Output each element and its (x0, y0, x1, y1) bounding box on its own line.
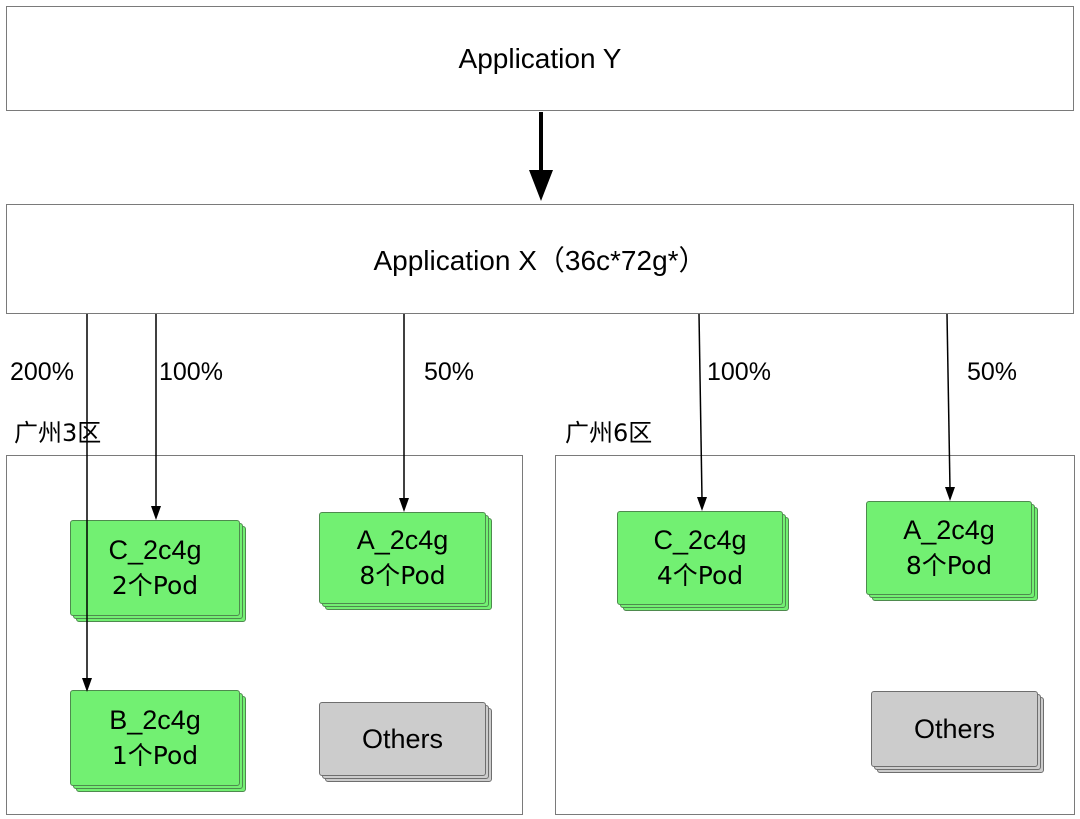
application-x-label: Application X（36c*72g*） (373, 245, 707, 276)
percent-label-gz3-c: 100% (159, 358, 223, 386)
node-name: A_2c4g (356, 525, 449, 555)
pod-count: 1个Pod (111, 741, 199, 770)
node-name: C_2c4g (653, 525, 747, 555)
application-y-label: Application Y (458, 42, 622, 74)
percent-label-gz3-a: 50% (424, 358, 475, 386)
node-name: Others (361, 723, 444, 754)
application-x-box: Application X（36c*72g*） (6, 204, 1074, 314)
application-y-box: Application Y (6, 6, 1074, 111)
node-name: B_2c4g (109, 705, 201, 735)
percent-label-gz6-a: 50% (967, 358, 1018, 386)
node-name: A_2c4g (903, 515, 995, 545)
pod-count: 2个Pod (111, 571, 199, 600)
zone-guangzhou-3-title: 广州3区 (14, 419, 102, 447)
node-gz6-others: Others (871, 691, 1046, 775)
node-gz3-b-2c4g: B_2c4g 1个Pod (70, 690, 248, 794)
percent-label-gz6-c: 100% (707, 358, 771, 386)
node-gz6-c-2c4g: C_2c4g 4个Pod (617, 511, 791, 613)
zone-guangzhou-6-title: 广州6区 (565, 419, 653, 447)
pod-count: 8个Pod (359, 561, 446, 590)
node-gz3-others: Others (319, 702, 494, 784)
arrow-y-to-x-head (529, 170, 553, 201)
pod-count: 4个Pod (656, 561, 744, 590)
percent-label-200: 200% (10, 358, 74, 386)
node-name: C_2c4g (108, 535, 202, 565)
node-gz6-a-2c4g: A_2c4g 8个Pod (866, 501, 1040, 603)
node-gz3-a-2c4g: A_2c4g 8个Pod (319, 512, 494, 612)
node-gz3-c-2c4g: C_2c4g 2个Pod (70, 520, 248, 624)
node-name: Others (913, 713, 996, 744)
pod-count: 8个Pod (905, 551, 993, 580)
